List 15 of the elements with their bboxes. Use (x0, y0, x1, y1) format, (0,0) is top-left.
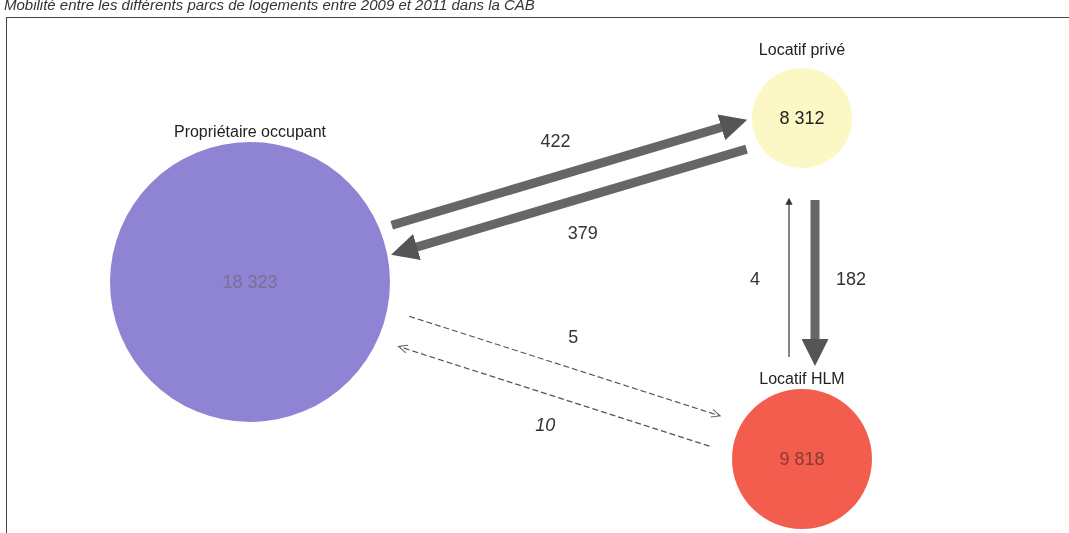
value: 9 818 (779, 447, 825, 471)
arrow (801, 200, 829, 366)
arrow (785, 197, 793, 358)
node-heading: Propriétaire occupant (173, 122, 327, 142)
arrow (408, 315, 721, 418)
node-heading: Locatif HLM (759, 369, 845, 389)
arrow (397, 344, 711, 447)
edge-label: 182 (834, 269, 868, 288)
arrow (391, 144, 748, 260)
node-heading: Locatif privé (758, 40, 846, 60)
value: 8 312 (779, 106, 825, 130)
arrow (390, 114, 748, 230)
edge-label: 10 (533, 416, 558, 434)
edge-label: 4 (748, 269, 762, 288)
value: 18 323 (222, 270, 278, 294)
